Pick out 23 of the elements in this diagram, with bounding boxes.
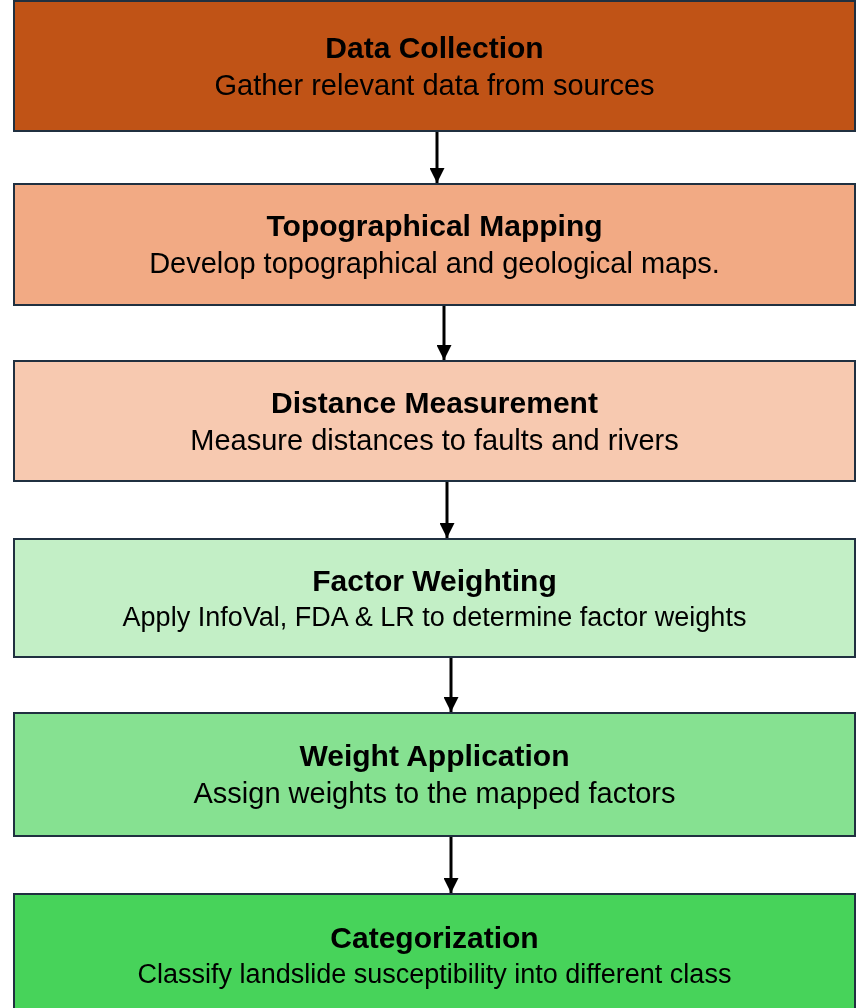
process-box [13, 183, 856, 306]
arrow [439, 482, 455, 538]
step-title: Topographical Mapping [266, 209, 603, 243]
step-description: Measure distances to faults and rivers [190, 423, 679, 457]
step-title: Categorization [330, 921, 539, 955]
arrow [436, 306, 452, 360]
arrow [443, 658, 459, 712]
process-box [13, 712, 856, 837]
step-description: Develop topographical and geological maps. [149, 247, 720, 280]
process-box [13, 538, 856, 658]
step-title: Factor Weighting [312, 563, 557, 598]
process-box [13, 0, 856, 132]
step-description: Assign weights to the mapped factors [193, 777, 676, 810]
step-title: Weight Application [299, 739, 570, 773]
step-title: Data Collection [325, 30, 544, 65]
process-box [13, 360, 856, 482]
arrow [443, 837, 459, 893]
arrow [429, 132, 445, 183]
process-box [13, 893, 856, 1008]
step-description: Apply InfoVal, FDA & LR to determine factor weights [122, 601, 747, 633]
step-title: Distance Measurement [271, 385, 598, 420]
step-description: Gather relevant data from sources [214, 68, 655, 102]
step-description: Classify landslide susceptibility into different class [137, 959, 732, 990]
